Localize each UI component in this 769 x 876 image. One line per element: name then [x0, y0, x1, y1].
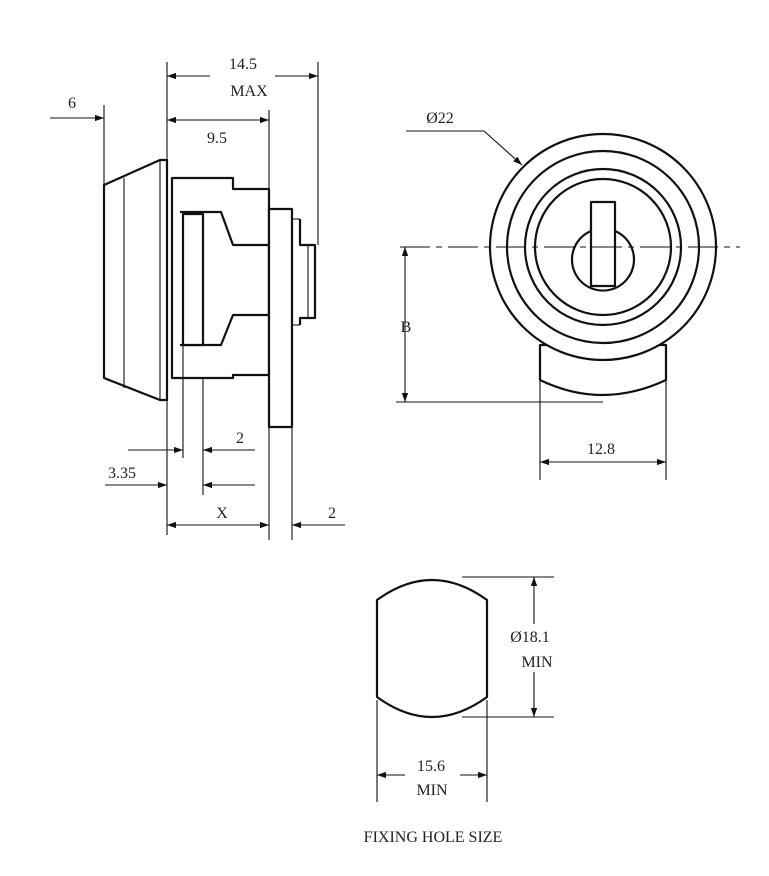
label-overall-length-note: MAX: [230, 83, 268, 100]
label-front-offset: 6: [68, 95, 76, 112]
label-bezel-depth: 3.35: [108, 465, 136, 482]
panel-plate: [267, 207, 294, 429]
keyway-icon: [570, 229, 636, 292]
label-body-length: 9.5: [207, 130, 227, 147]
diameter-leader: [406, 130, 523, 166]
cylinder-plug: [181, 212, 205, 347]
label-overall-length: 14.5: [229, 56, 257, 73]
side-view-dimensions: 14.5 MAX 9.5 6 2 3.35 X 2: [50, 56, 345, 540]
caption-fixing-hole: FIXING HOLE SIZE: [364, 829, 503, 846]
label-hole-width-note: MIN: [416, 782, 448, 799]
label-slot-width: 2: [236, 430, 244, 447]
label-hole-width: 15.6: [417, 758, 445, 775]
fixing-hole-dimensions: Ø18.1 MIN 15.6 MIN FIXING HOLE SIZE: [364, 576, 560, 846]
fixing-hole-view: [375, 578, 489, 719]
fixing-hole-outline: [375, 578, 489, 719]
label-panel-thickness: X: [216, 505, 228, 522]
front-view-dimensions: Ø22 B 12.8: [396, 110, 667, 480]
front-view: [400, 132, 740, 397]
label-cam-height: B: [401, 319, 412, 336]
label-cam-thickness: 2: [328, 505, 336, 522]
rear-stub: [298, 219, 317, 325]
label-hole-height-note: MIN: [521, 654, 553, 671]
label-diameter: Ø22: [426, 110, 454, 127]
label-hole-height: Ø18.1: [510, 629, 550, 646]
side-view: [102, 158, 317, 429]
key-slot: [589, 200, 617, 288]
bezel-outline: [102, 158, 169, 402]
label-cam-width: 12.8: [587, 441, 615, 458]
